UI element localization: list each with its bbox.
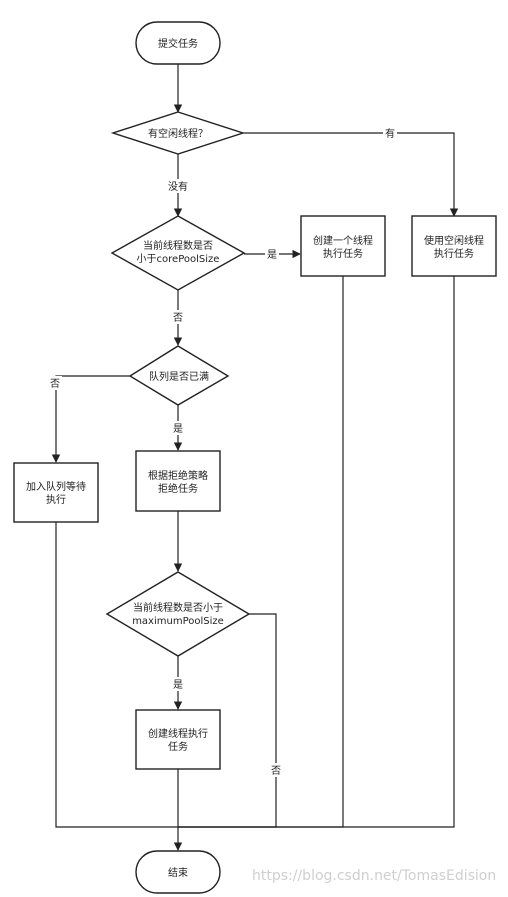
create-core-thread-box — [300, 215, 386, 277]
core-check-diamond — [110, 215, 246, 291]
max-check-label-line2: maximumPoolSize — [132, 616, 224, 627]
create-core-thread-label-line1: 创建一个线程 — [313, 234, 373, 247]
create-max-thread-label-line2: 任务 — [168, 740, 188, 753]
edges — [51, 64, 459, 851]
node-use-idle-thread: 使用空闲线程 执行任务 — [411, 215, 497, 277]
edge-label-core-yes: 是 — [267, 249, 277, 261]
queue-check-diamond — [128, 345, 230, 406]
node-queue-check: 队列是否已满 — [128, 345, 230, 406]
node-idle-check: 有空闲线程？ — [110, 111, 246, 155]
node-core-check: 当前线程数是否 小于corePoolSize — [110, 215, 246, 291]
create-core-thread-label-line2: 执行任务 — [323, 247, 363, 260]
max-check-label-line1: 当前线程数是否小于 — [133, 601, 223, 614]
core-check-label-line2: 小于corePoolSize — [137, 253, 220, 265]
node-create-core-thread: 创建一个线程 执行任务 — [300, 215, 386, 277]
node-max-check: 当前线程数是否小于 maximumPoolSize — [105, 571, 251, 657]
edge-label-queue-no: 否 — [50, 378, 60, 390]
queue-check-label: 队列是否已满 — [149, 370, 209, 383]
enqueue-label-line1: 加入队列等待 — [26, 480, 86, 493]
edge-queue-no — [51, 375, 130, 463]
idle-check-label: 有空闲线程？ — [148, 127, 208, 140]
end-terminator — [135, 850, 221, 894]
idle-check-diamond — [110, 111, 246, 155]
use-idle-thread-label-line1: 使用空闲线程 — [424, 234, 484, 247]
edge-idle-yes — [243, 132, 459, 217]
node-enqueue: 加入队列等待 执行 — [13, 462, 99, 523]
edge-label-idle-yes: 有 — [385, 127, 395, 140]
use-idle-thread-label-line2: 执行任务 — [434, 247, 474, 260]
reject-label-line1: 根据拒绝策略 — [148, 469, 208, 482]
edge-enqueue-to-end — [55, 522, 178, 828]
enqueue-box — [13, 462, 99, 523]
start-label: 提交任务 — [158, 37, 198, 50]
max-check-diamond — [105, 571, 251, 657]
edge-labels: 有 没有 是 否 否 是 是 否 — [48, 126, 397, 777]
edge-label-max-no: 否 — [271, 765, 281, 777]
use-idle-thread-box — [411, 215, 497, 277]
edge-use-idle-to-end — [178, 276, 455, 828]
watermark: https://blog.csdn.net/TomasEdision — [252, 868, 497, 884]
end-label: 结束 — [168, 866, 188, 879]
reject-box — [135, 450, 221, 512]
create-max-thread-box — [135, 709, 221, 770]
core-check-label-line1: 当前线程数是否 — [143, 239, 213, 252]
edge-label-max-yes: 是 — [173, 679, 183, 691]
node-start: 提交任务 — [135, 21, 221, 65]
reject-label-line2: 拒绝任务 — [158, 482, 198, 495]
edge-label-core-no: 否 — [173, 312, 183, 324]
start-terminator — [135, 21, 221, 65]
edge-label-idle-no: 没有 — [168, 180, 188, 193]
edge-label-queue-yes: 是 — [173, 423, 183, 435]
node-reject: 根据拒绝策略 拒绝任务 — [135, 450, 221, 512]
create-max-thread-label-line1: 创建线程执行 — [148, 727, 208, 740]
node-create-max-thread: 创建线程执行 任务 — [135, 709, 221, 770]
enqueue-label-line2: 执行 — [46, 493, 66, 506]
node-end: 结束 — [135, 850, 221, 894]
